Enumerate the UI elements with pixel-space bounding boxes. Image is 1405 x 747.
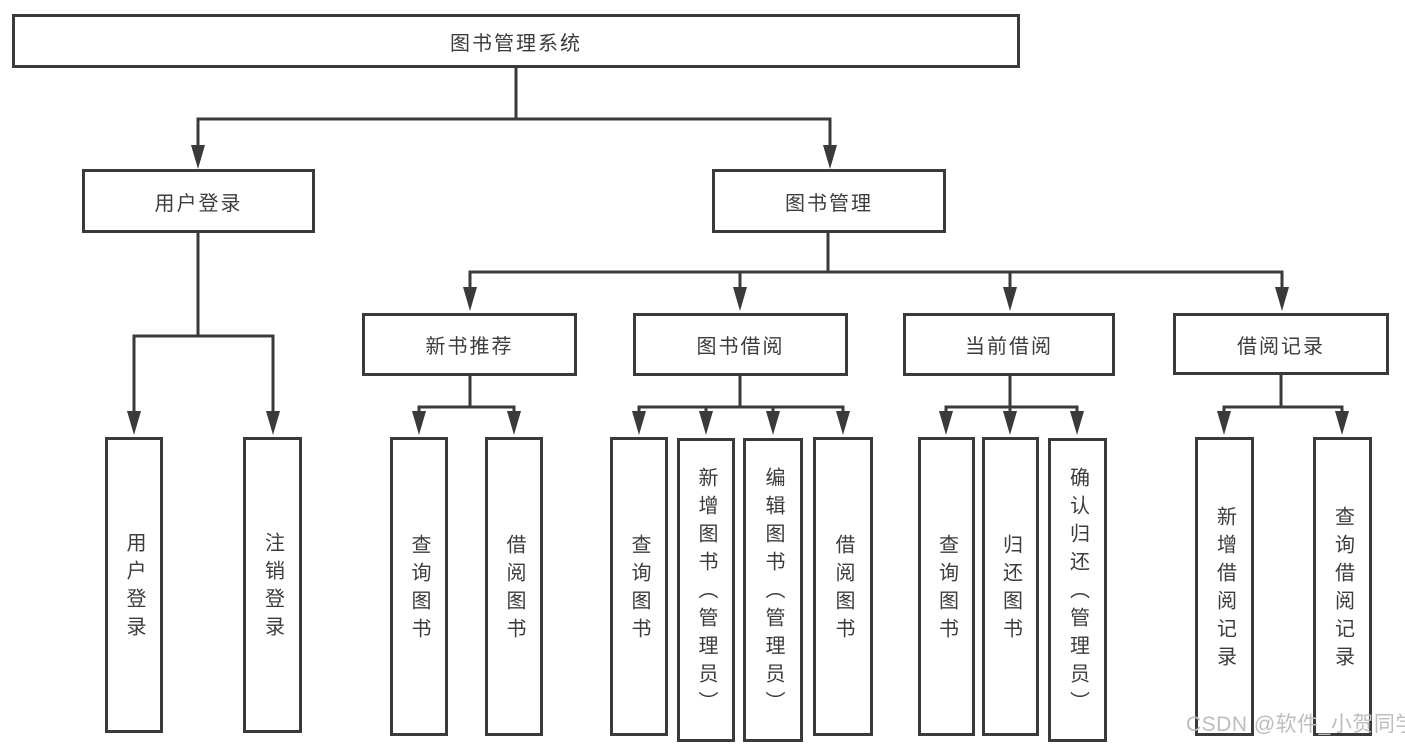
leaf-confirm-return-admin: 确认归还（管理员）	[1048, 438, 1107, 742]
leaf-query-borrow-record: 查询借阅记录	[1313, 437, 1372, 736]
leaf-borrow-books: 借阅图书	[813, 437, 873, 736]
leaf-query-books: 查询图书	[918, 437, 975, 736]
leaf-query-books: 查询图书	[610, 437, 668, 736]
node-user-login: 用户登录	[82, 169, 315, 233]
leaf-query-books: 查询图书	[390, 437, 448, 736]
leaf-add-books-admin: 新增图书（管理员）	[677, 438, 735, 742]
leaf-logout: 注销登录	[243, 437, 302, 733]
node-current-borrowing: 当前借阅	[903, 313, 1115, 376]
csdn-watermark: CSDN @软件_小贺同学	[1186, 713, 1405, 736]
node-library-management-system: 图书管理系统	[12, 14, 1020, 68]
arrowheads	[127, 145, 1349, 435]
node-borrowing-records: 借阅记录	[1173, 313, 1389, 375]
node-book-borrowing: 图书借阅	[633, 313, 848, 376]
leaf-add-borrow-record: 新增借阅记录	[1195, 437, 1254, 736]
leaf-borrow-books: 借阅图书	[485, 437, 543, 736]
node-book-management: 图书管理	[712, 169, 946, 233]
node-new-book-recommendation: 新书推荐	[362, 313, 577, 376]
leaf-user-login: 用户登录	[105, 437, 163, 733]
leaf-edit-books-admin: 编辑图书（管理员）	[743, 438, 803, 742]
leaf-return-books: 归还图书	[982, 437, 1039, 736]
